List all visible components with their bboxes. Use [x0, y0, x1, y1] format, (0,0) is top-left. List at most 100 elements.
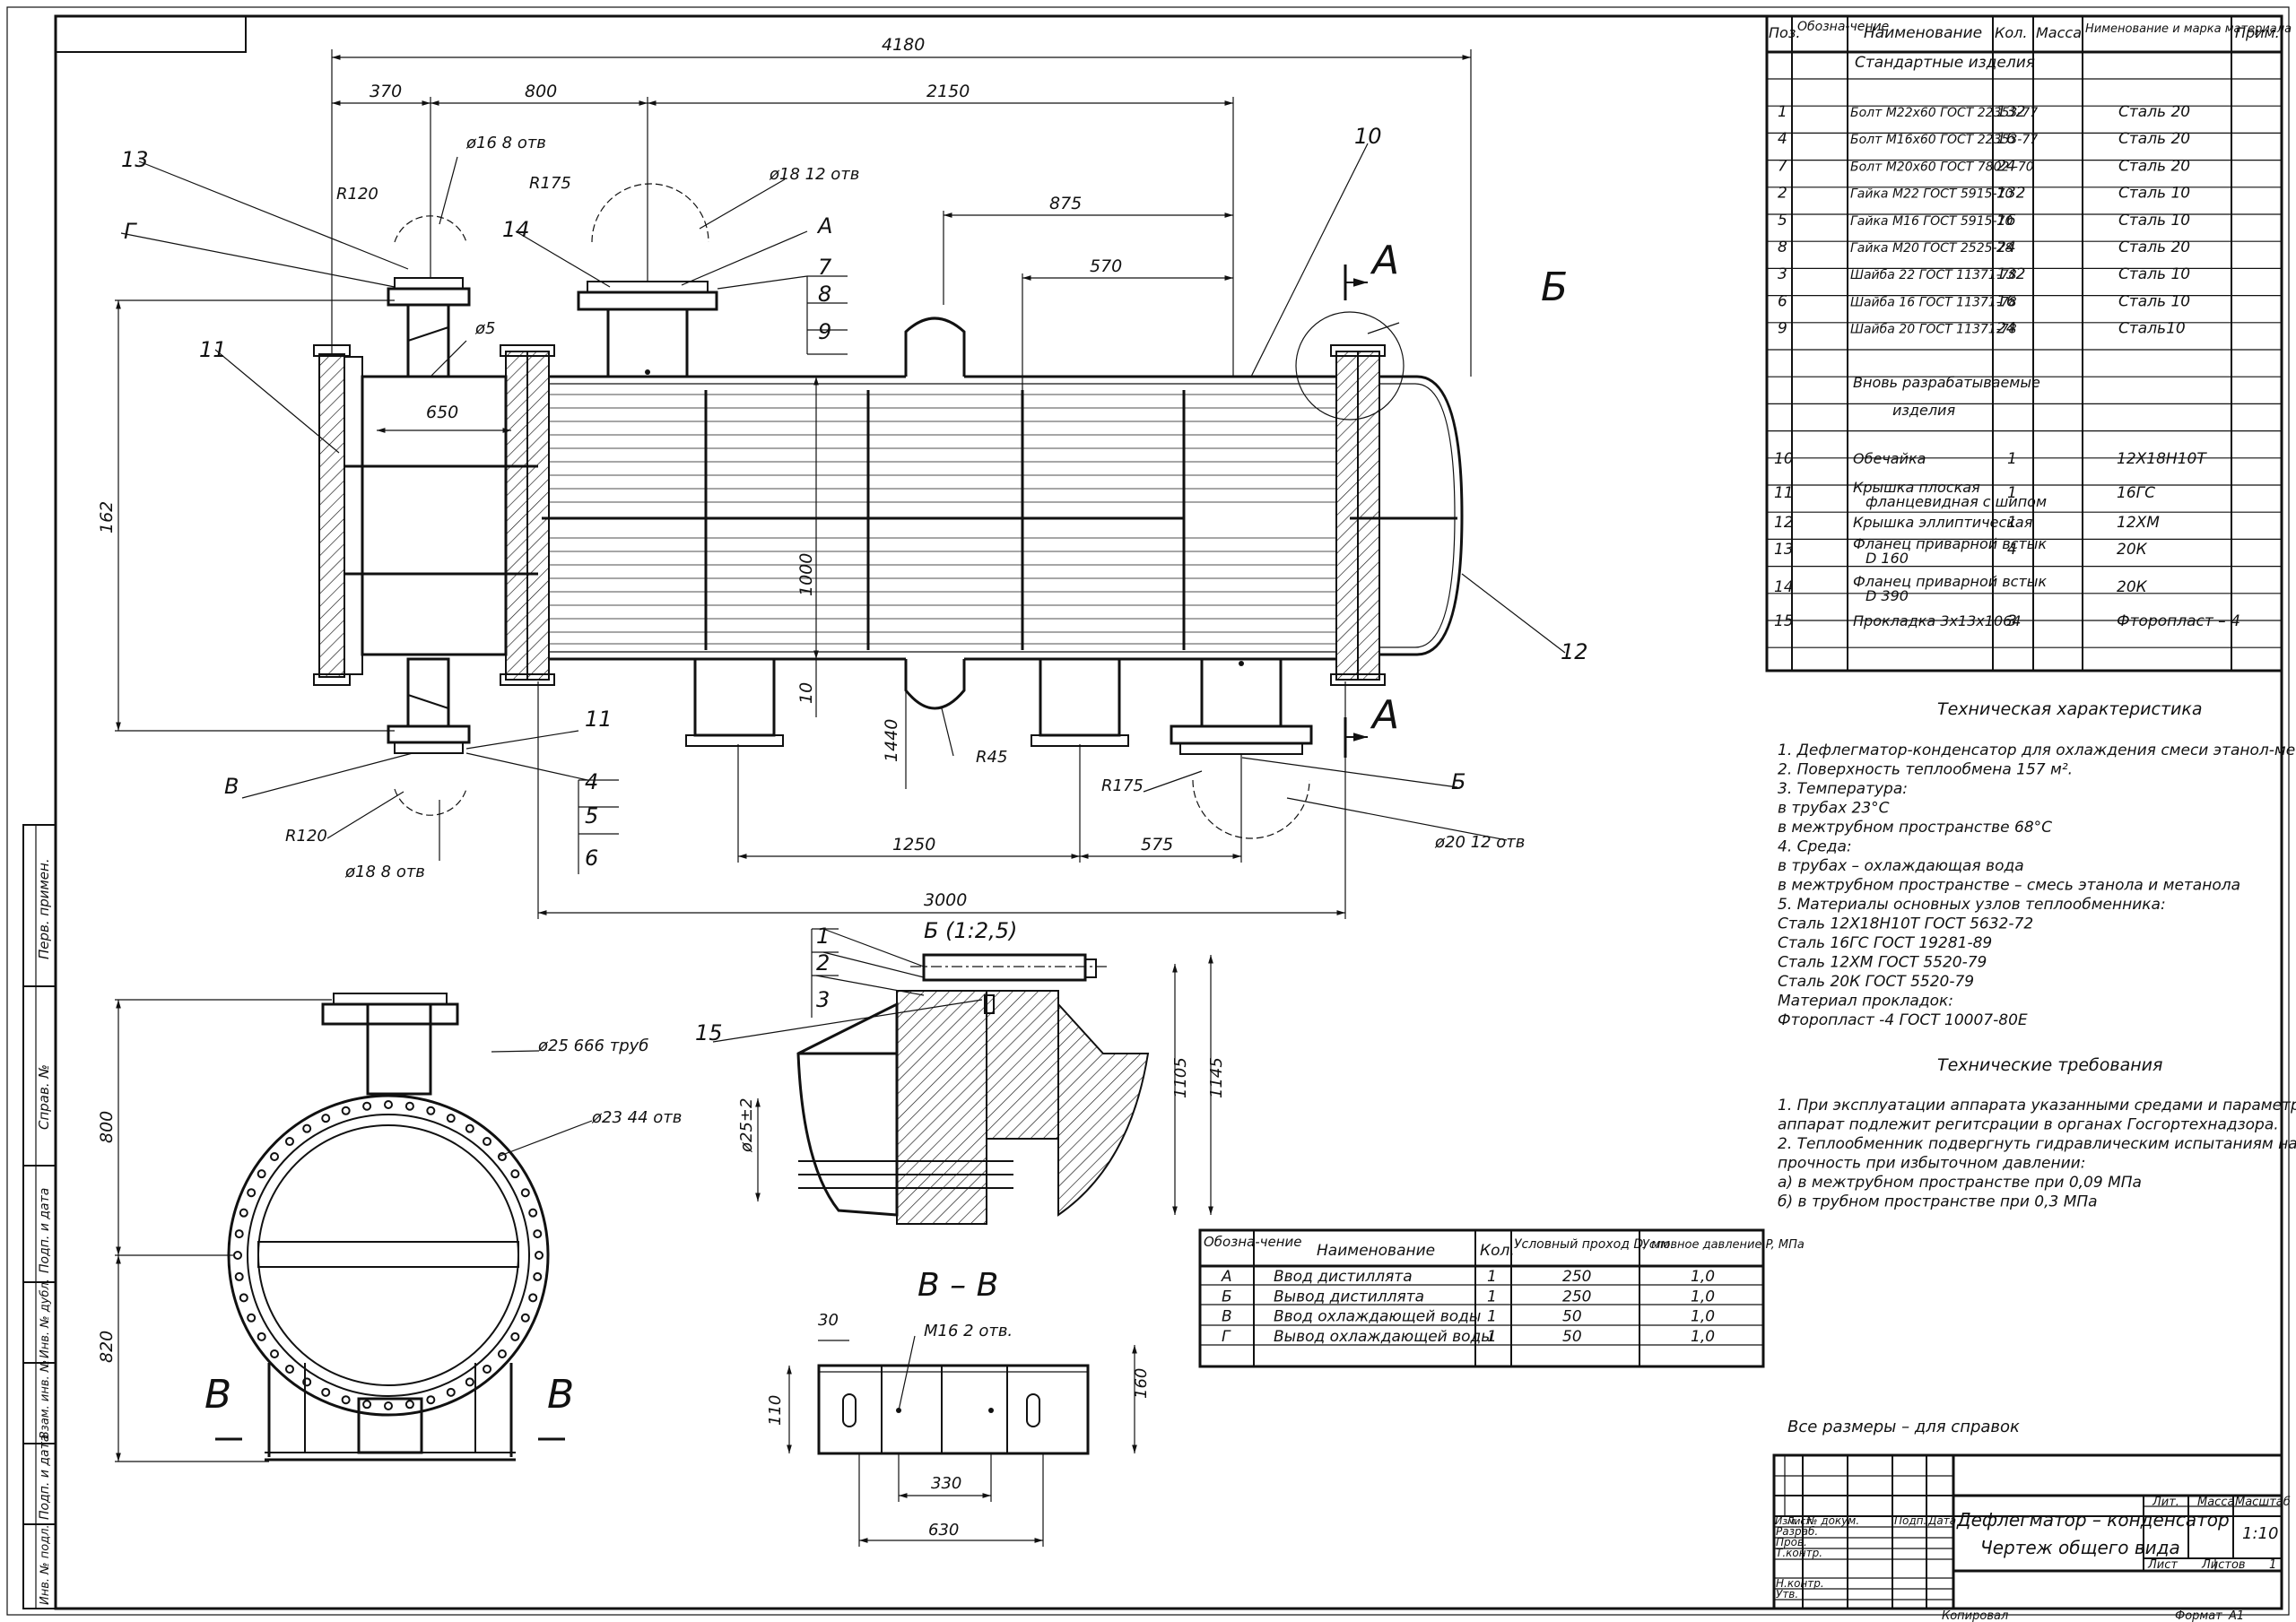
section-a-top: А	[1370, 238, 1399, 283]
callout-p5: ø5	[474, 319, 495, 338]
nozzle-h-id: Обозна-чение	[1204, 1234, 1302, 1250]
callout-p25: ø25 666 труб	[537, 1037, 648, 1055]
spec-row2-mat: 12Х18Н10Т	[2117, 450, 2207, 468]
bolt-hole	[341, 1106, 351, 1115]
spec-row2-pos: 11	[1774, 484, 1794, 502]
bolt-hole	[446, 1387, 456, 1397]
bolt-hole	[239, 1293, 248, 1303]
label-6: 6	[585, 846, 598, 871]
callout-p18-12: ø18 12 отв	[769, 165, 859, 184]
spec-h-pos: Поз.	[1769, 24, 1800, 41]
spec-row2-mat: 20К	[2117, 578, 2148, 596]
dim-1000: 1000	[796, 553, 816, 596]
support-nozzle-2	[1039, 657, 1121, 737]
spec-table: Поз. Обозна-чение Наименование Кол. Масс…	[1765, 14, 2292, 672]
stamp-sheet: Лист	[2147, 1558, 2178, 1572]
nozzle-row-name: Вывод охлаждающей воды	[1274, 1328, 1493, 1346]
label-b: Б	[1451, 769, 1465, 794]
callout-r120b: R120	[285, 827, 327, 846]
spec-row-name: Болт М16х60 ГОСТ 22353-77	[1850, 133, 2038, 147]
bolt-hole	[302, 1377, 312, 1387]
spec-row-name: Гайка М20 ГОСТ 2525-78	[1850, 241, 2013, 256]
spec-row-pos: 5	[1778, 212, 1787, 230]
elliptic-cover	[1379, 375, 1464, 656]
label-v: В	[224, 774, 239, 799]
bolt-hole	[497, 1349, 507, 1359]
spec-row2-name2: D 390	[1866, 587, 1909, 604]
dim-1145: 1145	[1207, 1057, 1226, 1098]
bolt-hole	[528, 1293, 538, 1303]
stamp-sheets: Листов	[2201, 1558, 2246, 1572]
bolt-hole	[341, 1395, 351, 1405]
dim-162: 162	[97, 501, 117, 533]
label-8: 8	[818, 282, 831, 307]
spec-row2-name2: фланцевидная с шипом	[1866, 493, 2047, 510]
spec-h-qty: Кол.	[1995, 24, 2027, 41]
spec-row-name: Гайка М22 ГОСТ 5915-70	[1850, 187, 2013, 202]
nozzle-row-id: В	[1222, 1308, 1232, 1326]
support-nozzle-1	[693, 657, 776, 737]
section-b-label: Б	[1541, 265, 1568, 310]
bolt-hole	[257, 1331, 266, 1341]
expansion-joint-top	[904, 317, 966, 377]
spec-row-pos: 8	[1778, 239, 1787, 256]
nozzle-v	[406, 657, 450, 728]
label-13: 13	[121, 147, 149, 172]
spec-h-note: Прим.	[2235, 24, 2280, 41]
stamp-sheets-n: 1	[2269, 1558, 2276, 1572]
label-15: 15	[695, 1020, 723, 1045]
spec-h-des: Обозна-чение	[1797, 20, 1889, 34]
section-vv-title: В – В	[918, 1267, 998, 1304]
main-view	[313, 183, 1464, 839]
spec-row2-name: Фланец приварной встык	[1853, 535, 2047, 552]
nozzle-table: Обозна-чение Наименование Кол. Условный …	[1198, 1228, 1805, 1368]
bolt-hole	[465, 1377, 474, 1387]
dim-4180: 4180	[882, 35, 925, 55]
stamp-date: Дата	[1927, 1514, 1956, 1527]
spec-row-name: Болт М22х60 ГОСТ 22353-77	[1850, 106, 2038, 120]
tech-line: 1. Дефлегматор-конденсатор для охлаждени…	[1778, 742, 2296, 759]
bolt-hole	[321, 1387, 331, 1397]
nozzle-row-id: Б	[1222, 1288, 1232, 1305]
dim-820v: 820	[97, 1331, 117, 1363]
spec-row-name: Болт М20х60 ГОСТ 7802 -70	[1850, 160, 2034, 174]
nozzle-row-qty: 1	[1487, 1288, 1497, 1305]
nozzle-h-dn: Условный проход D, мм	[1514, 1237, 1671, 1252]
stamp-prov: Пров.	[1776, 1536, 1807, 1548]
req-line: 2. Теплообменник подвергнуть гидравличес…	[1778, 1135, 2296, 1153]
side-label-5: Подп. и дата	[38, 1435, 52, 1520]
tech-text: Техническая характеристика 1. Дефлегмато…	[1778, 699, 2296, 1436]
nozzle-row-qty: 1	[1487, 1328, 1497, 1346]
callout-r175a: R175	[529, 174, 571, 193]
spec-row-qty: 24	[1996, 239, 2016, 256]
spec-row-name: Шайба 22 ГОСТ 11371-78	[1850, 268, 2017, 282]
title-block: Дефлегматор – конденсатор Чертеж общего …	[1772, 1453, 2291, 1622]
label-4: 4	[585, 769, 598, 794]
spec-row-pos: 4	[1778, 130, 1787, 148]
callout-p18-8: ø18 8 отв	[344, 863, 425, 881]
bolt-hole	[483, 1137, 492, 1147]
spec-row-qty: 16	[1996, 292, 2016, 310]
spec-row-mat: Сталь 10	[2118, 265, 2190, 283]
tech-line: Сталь 16ГС ГОСТ 19281-89	[1778, 934, 1992, 952]
spec-h-name: Наименование	[1864, 24, 1982, 42]
spec-row-pos: 2	[1778, 185, 1787, 203]
callout-texts: ø16 8 отв R120 R175 ø18 12 отв ø5 R45 R1…	[285, 134, 1525, 881]
req-line: аппарат подлежит регитсрации в органах Г…	[1778, 1116, 2279, 1134]
bolt-hole	[465, 1123, 474, 1133]
tube-sheet-left	[526, 351, 550, 681]
expansion-joint-bottom	[904, 659, 966, 710]
bolt-hole	[234, 1229, 244, 1239]
dim-875: 875	[1049, 194, 1082, 213]
bolt-hole	[321, 1114, 331, 1123]
tech-line: в межтрубном пространстве 68°С	[1778, 819, 2052, 837]
callout-p16: ø16 8 отв	[465, 134, 546, 152]
nozzle-b	[1200, 657, 1283, 728]
flange-bolt-holes	[233, 1100, 544, 1410]
nozzle-row-p: 1,0	[1691, 1268, 1715, 1286]
bolt-hole	[510, 1331, 520, 1341]
label-11b: 11	[585, 707, 613, 732]
tube-sheet-right	[1335, 351, 1359, 681]
spec-h-mass: Масса	[2036, 24, 2082, 41]
spec-row2-pos: 10	[1774, 450, 1794, 468]
